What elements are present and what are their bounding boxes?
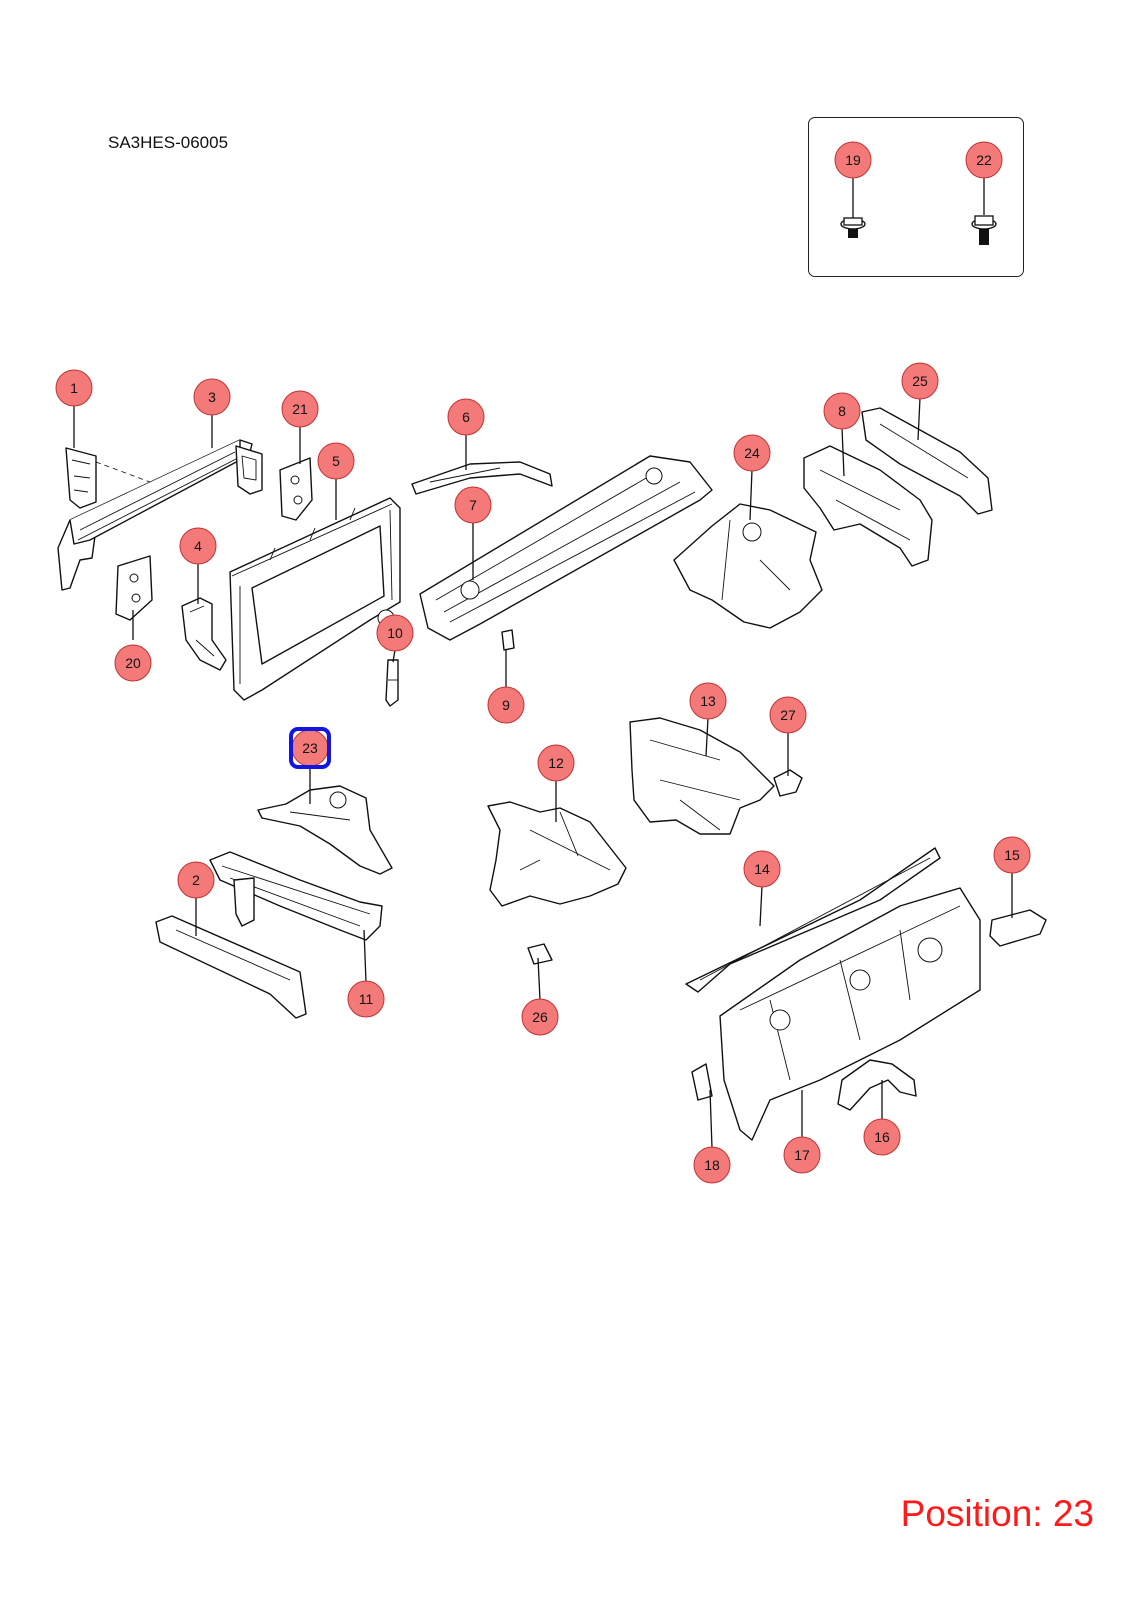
callout-number: 19 <box>845 152 861 168</box>
callout-number: 17 <box>794 1147 810 1163</box>
callout-number: 26 <box>532 1009 548 1025</box>
callout-number: 2 <box>192 872 200 888</box>
callout-4[interactable]: 4 <box>179 527 217 565</box>
callout-number: 6 <box>462 409 470 425</box>
callout-number: 9 <box>502 697 510 713</box>
side-member-extension[interactable] <box>861 407 993 515</box>
callout-number: 25 <box>912 373 928 389</box>
diagram-id-label: SA3HES-06005 <box>108 133 229 152</box>
callout-17[interactable]: 17 <box>783 1136 821 1174</box>
callout-2[interactable]: 2 <box>177 861 215 899</box>
callout-number: 27 <box>780 707 796 723</box>
apron-upper-right[interactable] <box>673 503 823 629</box>
front-wheel-housing-right[interactable] <box>629 717 775 835</box>
front-side-member-left[interactable] <box>209 851 383 941</box>
position-label: Position: 23 <box>900 1493 1094 1534</box>
callout-number: 16 <box>874 1129 890 1145</box>
floor-tunnel-bracket[interactable] <box>837 1059 917 1111</box>
callout-number: 23 <box>302 740 318 756</box>
callout-25[interactable]: 25 <box>901 362 939 400</box>
callout-number: 24 <box>744 445 760 461</box>
cowl-top-panel[interactable] <box>411 461 553 495</box>
callout-3[interactable]: 3 <box>193 378 231 416</box>
callout-number: 3 <box>208 389 216 405</box>
fastener-22-group <box>971 175 997 245</box>
small-bracket[interactable] <box>501 629 515 651</box>
callout-number: 1 <box>70 380 78 396</box>
front-side-member-lower[interactable] <box>155 915 307 1019</box>
callout-8[interactable]: 8 <box>823 392 861 430</box>
callout-19[interactable]: 19 <box>834 141 872 179</box>
bolt-icon <box>971 215 997 245</box>
radiator-core-support[interactable] <box>229 497 401 701</box>
callout-12[interactable]: 12 <box>537 744 575 782</box>
callout-22[interactable]: 22 <box>965 141 1003 179</box>
callout-23[interactable]: 23 <box>289 727 331 769</box>
callout-15[interactable]: 15 <box>993 836 1031 874</box>
callout-16[interactable]: 16 <box>863 1118 901 1156</box>
callout-number: 12 <box>548 755 564 771</box>
callout-21[interactable]: 21 <box>281 390 319 428</box>
front-side-member-right[interactable] <box>803 445 933 567</box>
callout-number: 20 <box>125 655 141 671</box>
bolt-icon <box>840 217 866 238</box>
callout-number: 10 <box>387 625 403 641</box>
callout-number: 11 <box>359 991 374 1007</box>
callout-13[interactable]: 13 <box>689 682 727 720</box>
callout-number: 5 <box>332 453 340 469</box>
callout-6[interactable]: 6 <box>447 398 485 436</box>
bumper-mount-plate[interactable] <box>115 555 153 621</box>
callout-26[interactable]: 26 <box>521 998 559 1036</box>
callout-number: 21 <box>292 401 308 417</box>
callout-11[interactable]: 11 <box>347 980 385 1018</box>
callout-number: 18 <box>704 1157 720 1173</box>
callout-7[interactable]: 7 <box>454 486 492 524</box>
cowl-panel[interactable] <box>419 455 713 641</box>
callout-14[interactable]: 14 <box>743 850 781 888</box>
callout-number: 4 <box>194 538 202 554</box>
callout-5[interactable]: 5 <box>317 442 355 480</box>
callout-24[interactable]: 24 <box>733 434 771 472</box>
fastener-inset-box <box>808 117 1024 277</box>
hood-latch-bracket[interactable] <box>385 659 399 707</box>
callout-20[interactable]: 20 <box>114 644 152 682</box>
callout-number: 7 <box>469 497 477 513</box>
wheelhouse-cap-right[interactable] <box>773 769 803 797</box>
fastener-19-group <box>840 175 866 238</box>
callout-1[interactable]: 1 <box>55 369 93 407</box>
callout-number: 22 <box>976 152 992 168</box>
radiator-support-bracket[interactable] <box>181 597 227 671</box>
dash-side-bracket[interactable] <box>989 909 1047 947</box>
callout-18[interactable]: 18 <box>693 1146 731 1184</box>
leader-lines <box>73 397 1013 1149</box>
selection-highlight <box>289 727 331 769</box>
callout-10[interactable]: 10 <box>376 614 414 652</box>
front-wheel-housing-left[interactable] <box>487 801 627 965</box>
callout-number: 13 <box>700 693 716 709</box>
apron-upper-left[interactable] <box>257 785 393 875</box>
callout-number: 15 <box>1004 847 1020 863</box>
callout-number: 8 <box>838 403 846 419</box>
bumper-mount-plate-right[interactable] <box>279 457 313 521</box>
dash-panel-upper[interactable] <box>685 847 941 993</box>
dash-panel[interactable] <box>719 887 981 1141</box>
dash-bracket-small[interactable] <box>691 1063 713 1101</box>
front-bumper-reinforcement[interactable] <box>57 439 263 591</box>
callout-9[interactable]: 9 <box>487 686 525 724</box>
callout-27[interactable]: 27 <box>769 696 807 734</box>
callout-number: 14 <box>754 861 770 877</box>
